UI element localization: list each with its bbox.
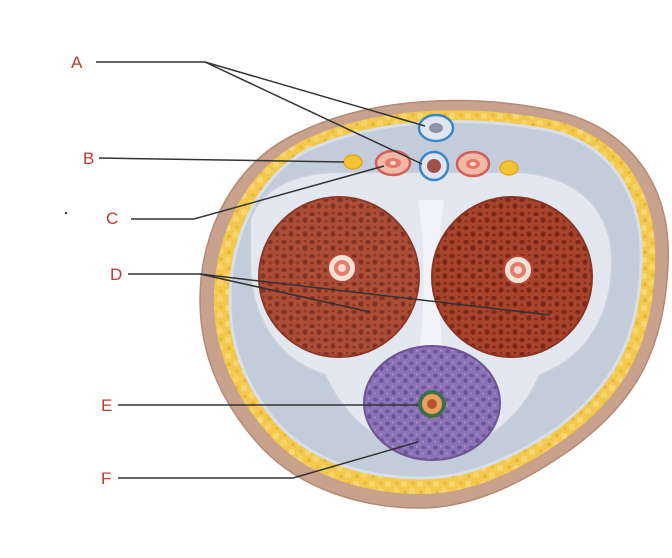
dorsal-artery-right	[455, 150, 491, 178]
label-f: F	[101, 469, 111, 488]
leader-line-f	[118, 441, 419, 479]
label-c: C	[106, 209, 118, 228]
septum	[418, 200, 444, 357]
dorsal-artery-left	[374, 149, 412, 177]
superficial-dorsal-vein	[417, 113, 455, 143]
dorsal-nerve-right	[499, 160, 519, 176]
leader-line-a-2	[204, 61, 423, 165]
stray-mark	[64, 211, 68, 215]
leader-line-d-2	[199, 273, 551, 316]
label-b: B	[83, 149, 94, 168]
deep-artery-left	[327, 253, 357, 283]
label-d: D	[110, 265, 122, 284]
dorsal-nerve-left	[343, 154, 363, 170]
urethra	[418, 390, 446, 418]
label-a: A	[71, 53, 83, 72]
leader-line-b	[98, 157, 345, 163]
deep-artery-right	[503, 255, 533, 285]
leader-line-c	[131, 165, 385, 220]
deep-dorsal-vein	[418, 150, 450, 182]
label-e: E	[101, 396, 112, 415]
